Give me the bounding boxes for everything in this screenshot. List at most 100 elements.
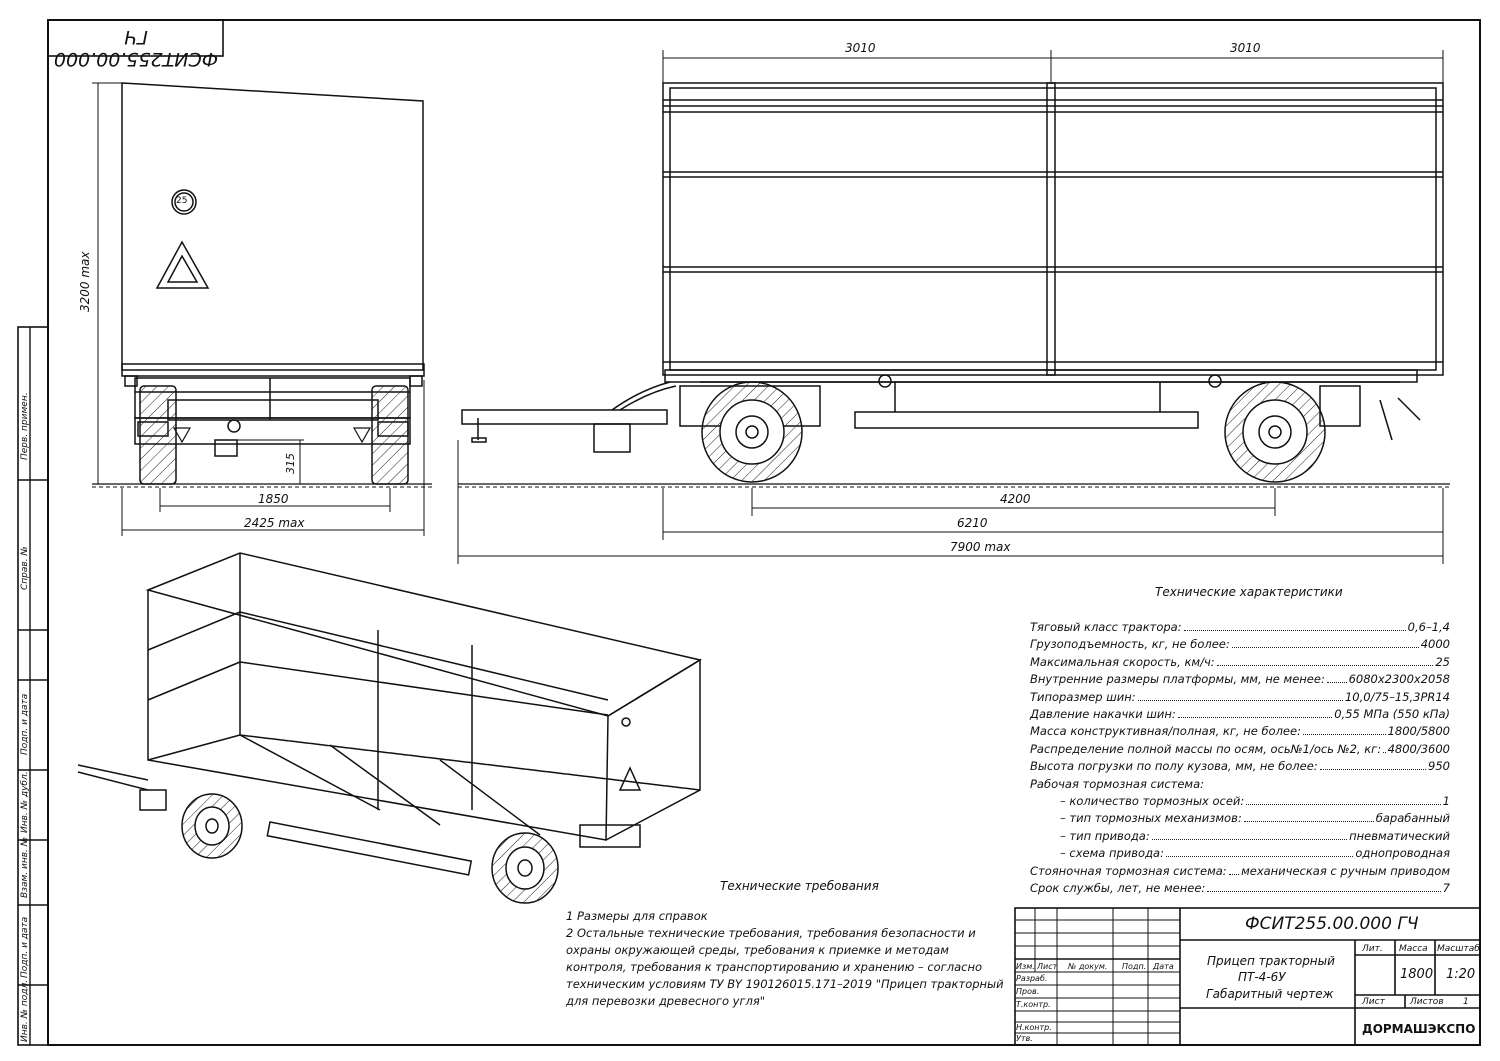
spec-row: Грузоподъемность, кг, не более: 4000 bbox=[1030, 635, 1450, 653]
front-view bbox=[92, 82, 432, 488]
spec-value: механическая с ручным приводом bbox=[1241, 863, 1450, 878]
stamp-vzam-inv: Взам. инв. № bbox=[20, 836, 30, 898]
dim-front-track: 1850 bbox=[258, 492, 289, 506]
spec-leader bbox=[1228, 862, 1240, 875]
title-company: ДОРМАШЭКСПО bbox=[1362, 1022, 1476, 1036]
title-mass: 1800 bbox=[1400, 967, 1434, 982]
spec-leader bbox=[1177, 705, 1333, 718]
stamp-sprav: Справ. № bbox=[20, 546, 30, 590]
dim-total-length: 7900 max bbox=[950, 540, 1011, 554]
spec-leader bbox=[1207, 879, 1441, 892]
title-drawing-number: ФСИТ255.00.000 ГЧ bbox=[1245, 914, 1419, 934]
spec-row: Распределение полной массы по осям, ось№… bbox=[1030, 740, 1450, 758]
spec-label: Масса конструктивная/полная, кг, не боле… bbox=[1030, 724, 1301, 739]
spec-leader bbox=[1302, 722, 1386, 736]
spec-leader bbox=[1243, 809, 1374, 823]
spec-leader bbox=[1319, 757, 1427, 771]
spec-value: 4000 bbox=[1420, 637, 1450, 652]
spec-row: Масса конструктивная/полная, кг, не боле… bbox=[1030, 722, 1450, 740]
spec-row: – количество тормозных осей:1 bbox=[1060, 792, 1450, 810]
spec-row: Максимальная скорость, км/ч: 25 bbox=[1030, 653, 1450, 671]
spec-leader bbox=[1246, 792, 1441, 805]
requirements-title: Технические требования bbox=[720, 879, 879, 893]
dim-front-clearance: 315 bbox=[284, 453, 297, 474]
spec-label: Типоразмер шин: bbox=[1030, 689, 1136, 704]
spec-value: барабанный bbox=[1375, 811, 1450, 826]
title-h-mass: Масса bbox=[1399, 944, 1428, 954]
title-scale: 1:20 bbox=[1446, 967, 1476, 982]
spec-leader bbox=[1216, 653, 1434, 666]
spec-label: – тип привода: bbox=[1060, 828, 1150, 843]
tb-row-razrab: Разраб. bbox=[1016, 974, 1048, 983]
title-sheet-label: Лист bbox=[1362, 997, 1385, 1007]
dim-front-width: 2425 max bbox=[244, 516, 305, 530]
title-h-scale: Масштаб bbox=[1437, 944, 1480, 954]
spec-label: Высота погрузки по полу кузова, мм, не б… bbox=[1030, 759, 1318, 774]
title-h-lit: Лит. bbox=[1362, 944, 1383, 954]
spec-value: 7 bbox=[1442, 881, 1450, 895]
side-view bbox=[458, 82, 1450, 488]
spec-leader bbox=[1137, 688, 1343, 701]
requirement-2: 2 Остальные технические требования, треб… bbox=[566, 926, 1004, 1008]
spec-row: Высота погрузки по полу кузова, мм, не б… bbox=[1030, 757, 1450, 775]
tb-col-list: Лист bbox=[1037, 962, 1058, 971]
tb-row-prov: Пров. bbox=[1016, 987, 1040, 996]
spec-row: – тип тормозных механизмов: барабанный bbox=[1060, 809, 1450, 827]
spec-row: Срок службы, лет, не менее: 7 bbox=[1030, 879, 1450, 897]
title-product-line2: ПТ-4-6У bbox=[1238, 970, 1286, 984]
spec-value: 6080х2300х2058 bbox=[1348, 672, 1450, 687]
title-doc-type: Габаритный чертеж bbox=[1206, 987, 1334, 1001]
spec-value: 0,6–1,4 bbox=[1407, 620, 1450, 634]
spec-leader bbox=[1383, 740, 1386, 753]
requirements-list: 1 Размеры для справок 2 Остальные технич… bbox=[566, 908, 1006, 1010]
specs-title: Технические характеристики bbox=[1155, 585, 1343, 599]
dim-side-section-1: 3010 bbox=[845, 41, 876, 55]
spec-leader bbox=[1183, 618, 1406, 631]
spec-leader bbox=[1231, 635, 1419, 649]
side-dimensions bbox=[457, 50, 1444, 564]
spec-value: 0,55 МПа (550 кПа) bbox=[1334, 707, 1450, 721]
tb-col-doc: № докум. bbox=[1068, 962, 1108, 971]
spec-row: – тип привода: пневматический bbox=[1060, 827, 1450, 845]
spec-label: Максимальная скорость, км/ч: bbox=[1030, 654, 1215, 669]
dim-body-length: 6210 bbox=[957, 516, 988, 530]
spec-value: 1 bbox=[1442, 794, 1450, 808]
tb-col-date: Дата bbox=[1153, 962, 1174, 971]
spec-row: Давление накачки шин:0,55 МПа (550 кПа) bbox=[1030, 705, 1450, 723]
spec-row: Типоразмер шин:10,0/75–15,3PR14 bbox=[1030, 688, 1450, 706]
stamp-podp-data-2: Подп. и дата bbox=[20, 916, 30, 978]
spec-label: Срок службы, лет, не менее: bbox=[1030, 881, 1206, 895]
spec-value: пневматический bbox=[1349, 828, 1450, 843]
isometric-view bbox=[77, 552, 702, 904]
spec-label: Грузоподъемность, кг, не более: bbox=[1030, 637, 1230, 652]
spec-label: Рабочая тормозная система: bbox=[1030, 776, 1205, 791]
spec-row: Тяговый класс трактора: 0,6–1,4 bbox=[1030, 618, 1450, 636]
spec-value: 1800/5800 bbox=[1387, 724, 1450, 739]
spec-label: Распределение полной массы по осям, ось№… bbox=[1030, 741, 1382, 756]
stamp-podp-data-1: Подп. и дата bbox=[20, 693, 30, 755]
tb-row-utv: Утв. bbox=[1016, 1034, 1033, 1043]
tb-row-tkontr: Т.контр. bbox=[1016, 1000, 1051, 1009]
spec-label: – тип тормозных механизмов: bbox=[1060, 811, 1242, 826]
spec-label: Тяговый класс трактора: bbox=[1030, 620, 1182, 634]
dim-wheelbase: 4200 bbox=[1000, 492, 1031, 506]
spec-label: – схема привода: bbox=[1060, 846, 1164, 861]
stamp-inv-podl: Инв. № подл. bbox=[20, 979, 30, 1042]
spec-label: Стояночная тормозная система: bbox=[1030, 863, 1227, 878]
spec-label: Внутренние размеры платформы, мм, не мен… bbox=[1030, 672, 1325, 687]
tb-row-nkontr: Н.контр. bbox=[1016, 1023, 1052, 1032]
spec-value: 25 bbox=[1435, 654, 1450, 669]
spec-row: – схема привода:однопроводная bbox=[1060, 844, 1450, 862]
side-stamp-frame bbox=[17, 326, 49, 1046]
spec-row: Стояночная тормозная система: механическа… bbox=[1030, 862, 1450, 880]
dim-front-height: 3200 max bbox=[78, 251, 92, 313]
title-sheets: 1 bbox=[1463, 997, 1469, 1007]
title-sheets-label: Листов bbox=[1410, 997, 1444, 1007]
drawing-number-mirrored: ФСИТ255.00.000 ГЧ bbox=[53, 26, 219, 70]
stamp-perv-primen: Перв. примен. bbox=[20, 392, 30, 460]
tb-col-sign: Подп. bbox=[1122, 962, 1147, 971]
spec-value: 950 bbox=[1428, 759, 1450, 774]
title-product-line1: Прицеп тракторный bbox=[1207, 954, 1335, 968]
spec-row: Внутренние размеры платформы, мм, не мен… bbox=[1030, 670, 1450, 688]
